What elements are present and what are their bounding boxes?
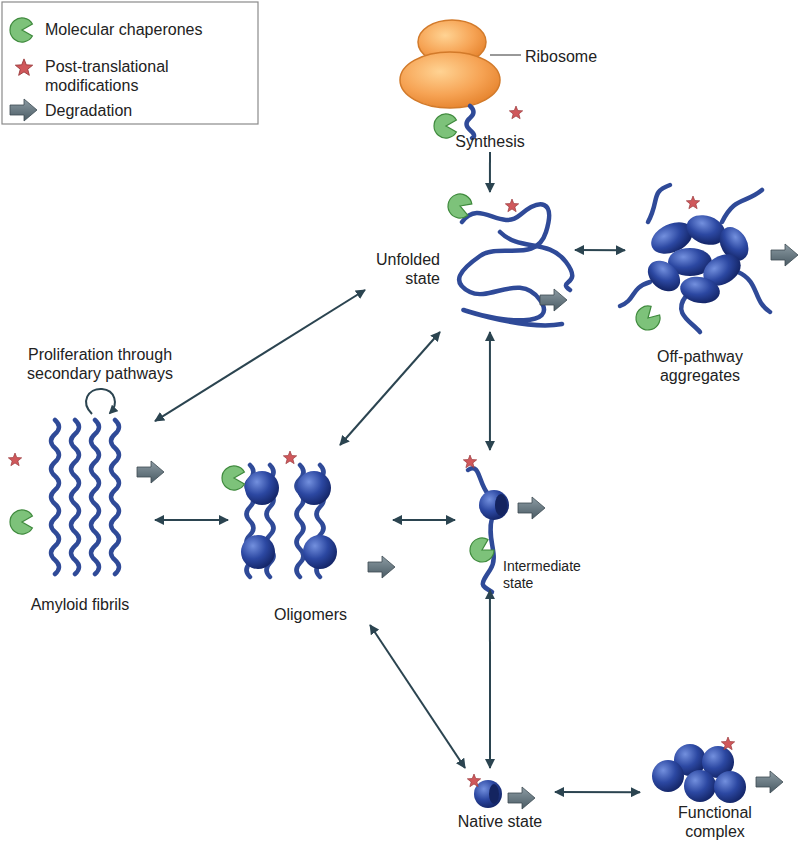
domain-cleft bbox=[495, 494, 507, 516]
degradation-arrow bbox=[137, 461, 164, 483]
modification-star bbox=[467, 774, 480, 787]
transition-arrow bbox=[489, 590, 491, 768]
modification-star bbox=[509, 106, 522, 119]
transition-arrow bbox=[489, 332, 491, 450]
chaperone-icon bbox=[10, 18, 32, 42]
transition-arrow bbox=[575, 249, 625, 251]
legend-text: Post-translational modifications bbox=[45, 57, 195, 95]
degradation-arrow bbox=[368, 556, 395, 578]
polypeptide bbox=[500, 232, 572, 290]
legend-text: Molecular chaperones bbox=[45, 20, 245, 39]
aggregate-blob bbox=[678, 274, 722, 307]
degradation-arrow bbox=[756, 771, 783, 793]
chaperone bbox=[10, 510, 32, 534]
ribosome-illustration bbox=[400, 20, 523, 138]
complex-subunit bbox=[652, 760, 684, 792]
transition-arrow bbox=[155, 290, 365, 421]
state-node: Oligomers bbox=[228, 445, 393, 625]
polypeptide bbox=[722, 190, 762, 222]
legend-text: Degradation bbox=[45, 101, 245, 120]
native-illustration bbox=[467, 774, 535, 809]
state-label: Functional complex bbox=[665, 803, 765, 841]
aggregate-blob bbox=[642, 254, 686, 297]
native-domain bbox=[474, 780, 502, 808]
legend-box bbox=[2, 2, 258, 124]
fibril-strand bbox=[71, 420, 79, 574]
state-label: Intermediate state bbox=[503, 558, 588, 592]
degradation-arrow bbox=[508, 787, 535, 809]
state-label: Native state bbox=[445, 812, 555, 831]
chaperone bbox=[445, 191, 474, 221]
state-label: Amyloid fibrils bbox=[5, 595, 155, 614]
modification-star bbox=[463, 455, 476, 468]
polypeptide bbox=[468, 468, 488, 494]
transition-arrow bbox=[393, 519, 455, 521]
state-label: Synthesis bbox=[440, 132, 540, 151]
fibril-illustration bbox=[8, 389, 164, 574]
degradation-arrow bbox=[540, 289, 567, 311]
state-node: Intermediate state bbox=[455, 450, 590, 590]
self-loop-arrow bbox=[86, 389, 115, 414]
modification-star bbox=[283, 451, 296, 464]
folded-domain bbox=[241, 535, 275, 569]
state-node: Unfolded state bbox=[365, 192, 575, 332]
chaperone bbox=[222, 466, 244, 490]
polypeptide bbox=[648, 185, 670, 222]
polypeptide bbox=[620, 282, 650, 306]
fibril-strand bbox=[91, 420, 99, 574]
chaperone bbox=[434, 114, 456, 138]
modification-star bbox=[686, 196, 699, 209]
state-node: Off-pathway aggregates bbox=[625, 182, 775, 387]
modification-star-icon bbox=[15, 59, 32, 75]
oligomer-illustration bbox=[222, 451, 395, 578]
state-node: RibosomeSynthesis bbox=[400, 15, 620, 152]
transition-arrow bbox=[340, 332, 440, 445]
unfolded-chain bbox=[445, 191, 573, 326]
chaperone bbox=[466, 534, 497, 566]
complex-subunit bbox=[684, 770, 716, 802]
annotation: Proliferation through secondary pathways bbox=[10, 345, 190, 383]
fibril-strand bbox=[51, 420, 59, 574]
transition-arrow bbox=[555, 791, 640, 793]
partially-folded-domain bbox=[479, 490, 509, 520]
modification-star bbox=[721, 737, 734, 750]
complex-illustration bbox=[652, 737, 783, 803]
domain-cleft bbox=[489, 784, 499, 804]
complex-subunit bbox=[714, 771, 746, 803]
folded-domain bbox=[303, 535, 337, 569]
modification-star bbox=[8, 453, 21, 466]
transition-arrow bbox=[370, 625, 465, 768]
state-label: Oligomers bbox=[228, 605, 393, 624]
fibril-strand bbox=[111, 420, 119, 574]
leader-line bbox=[490, 55, 521, 56]
chaperone bbox=[631, 302, 664, 335]
folded-domain bbox=[297, 471, 331, 505]
state-label: Ribosome bbox=[525, 47, 615, 66]
state-node: Native state bbox=[445, 768, 555, 836]
degradation-arrow bbox=[771, 244, 798, 266]
transition-arrow bbox=[489, 152, 491, 192]
transition-arrow bbox=[155, 519, 228, 521]
state-label: Unfolded state bbox=[365, 250, 440, 288]
degradation-arrow-icon bbox=[10, 99, 37, 121]
state-node: Functional complex bbox=[640, 735, 790, 845]
polypeptide bbox=[738, 272, 770, 312]
state-node: Amyloid fibrils bbox=[5, 400, 155, 615]
degradation-arrow bbox=[518, 497, 545, 519]
aggregate-illustration bbox=[620, 185, 798, 335]
ribosome-large-subunit bbox=[400, 52, 500, 108]
folded-domain bbox=[245, 471, 279, 505]
state-label: Off-pathway aggregates bbox=[625, 347, 775, 385]
polypeptide bbox=[459, 204, 562, 325]
modification-star bbox=[505, 199, 518, 212]
